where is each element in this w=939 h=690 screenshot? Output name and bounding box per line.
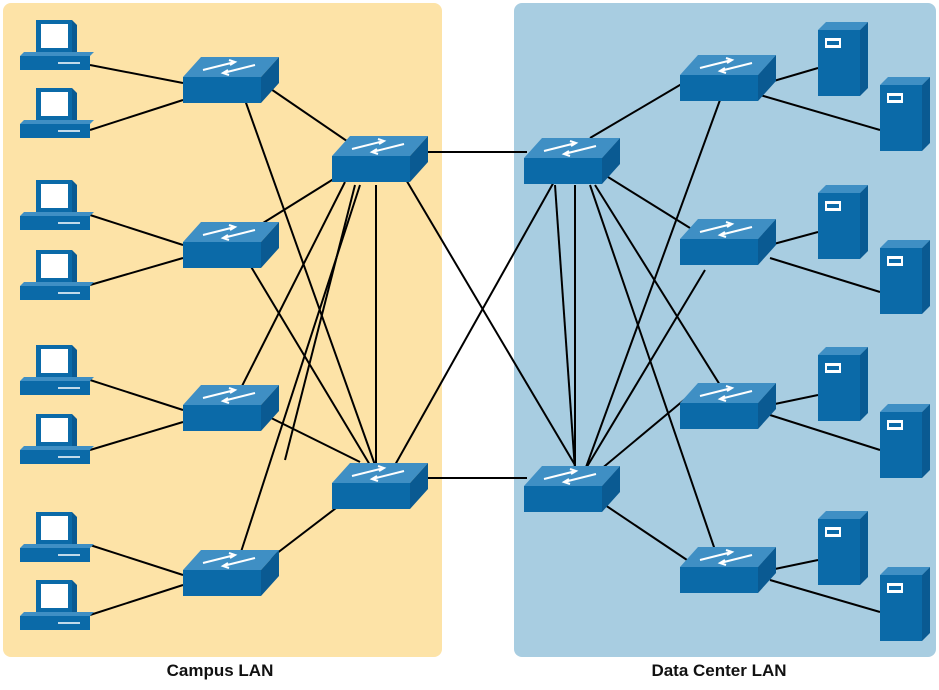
network-switch-icon bbox=[182, 384, 280, 432]
network-switch-icon bbox=[331, 135, 429, 183]
network-switch-icon bbox=[523, 137, 621, 185]
network-switch-icon bbox=[331, 462, 429, 510]
network-switch-icon bbox=[182, 56, 280, 104]
campus-lan-caption: Campus LAN bbox=[166, 661, 274, 680]
tower-server-icon bbox=[880, 404, 930, 478]
tower-server-icon bbox=[818, 185, 868, 259]
data-center-lan-caption: Data Center LAN bbox=[651, 661, 787, 680]
network-links bbox=[89, 64, 881, 616]
network-switch-icon bbox=[679, 546, 777, 594]
network-switch-icon bbox=[679, 382, 777, 430]
tower-server-icon bbox=[818, 347, 868, 421]
tower-server-icon bbox=[880, 240, 930, 314]
tower-server-icon bbox=[880, 567, 930, 641]
tower-server-icon bbox=[880, 77, 930, 151]
network-switch-icon bbox=[679, 218, 777, 266]
network-switch-icon bbox=[182, 549, 280, 597]
network-switch-icon bbox=[182, 221, 280, 269]
tower-server-icon bbox=[818, 22, 868, 96]
data-center-lan-area bbox=[514, 3, 936, 657]
network-switch-icon bbox=[523, 465, 621, 513]
network-switch-icon bbox=[679, 54, 777, 102]
tower-server-icon bbox=[818, 511, 868, 585]
